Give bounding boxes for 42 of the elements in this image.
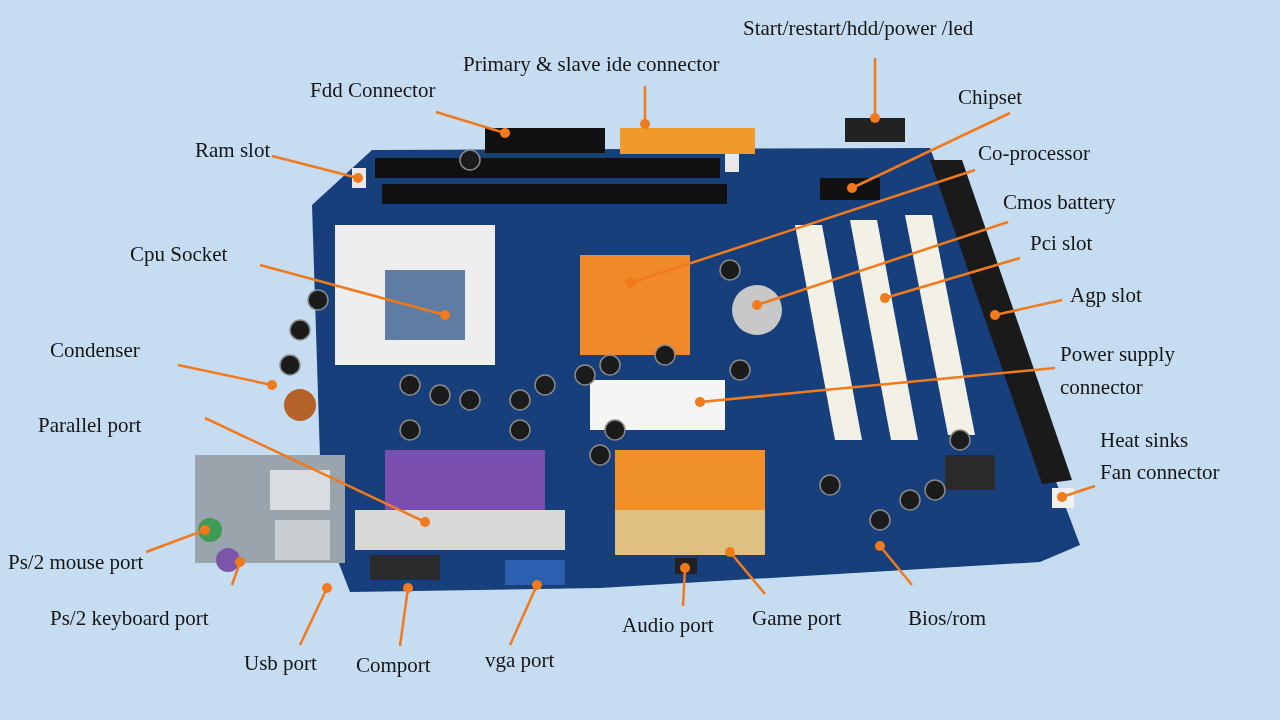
part-label: Chipset	[958, 85, 1023, 109]
part-label: Bios/rom	[908, 606, 987, 630]
leader-line	[204, 416, 430, 527]
leader-line	[398, 583, 413, 647]
leader-line	[870, 58, 880, 123]
leader-line	[508, 580, 542, 646]
leader-line	[1057, 484, 1096, 502]
part-label: Fdd Connector	[310, 78, 436, 102]
leader-line	[752, 220, 1009, 310]
part-label: Agp slot	[1070, 283, 1142, 307]
part-label: vga port	[485, 648, 555, 672]
part-label: Condenser	[50, 338, 140, 362]
leader-line	[680, 563, 690, 607]
part-label: Audio port	[622, 613, 714, 637]
leader-line	[298, 583, 332, 646]
part-label: Heat sinks	[1100, 428, 1189, 452]
part-label: Ps/2 keyboard port	[50, 606, 209, 630]
leader-line	[880, 256, 1021, 303]
leader-line	[259, 263, 450, 320]
leader-line	[435, 110, 510, 138]
part-label: Pci slot	[1030, 231, 1093, 255]
leader-line	[271, 154, 363, 183]
leader-line	[847, 111, 1011, 193]
leader-line	[640, 86, 650, 129]
part-label: Ram slot	[195, 138, 271, 162]
leader-line	[145, 525, 210, 554]
leader-line	[230, 557, 245, 586]
part-label: Primary & slave ide connector	[463, 52, 720, 76]
part-label: Comport	[356, 653, 431, 677]
part-label: Co-processor	[978, 141, 1090, 165]
part-label: Game port	[752, 606, 842, 630]
leader-line	[725, 547, 766, 595]
part-label: Cpu Socket	[130, 242, 228, 266]
part-label: Power supply connector	[1060, 338, 1220, 404]
part-label: Usb port	[244, 651, 317, 675]
part-label: Cmos battery	[1003, 190, 1116, 214]
part-label: Fan connector	[1100, 460, 1220, 484]
leader-line	[177, 363, 277, 390]
part-label: Start/restart/hdd/power /led	[743, 16, 974, 40]
leader-line	[990, 298, 1063, 320]
part-label: Parallel port	[38, 413, 142, 437]
part-label: Ps/2 mouse port	[8, 550, 144, 574]
